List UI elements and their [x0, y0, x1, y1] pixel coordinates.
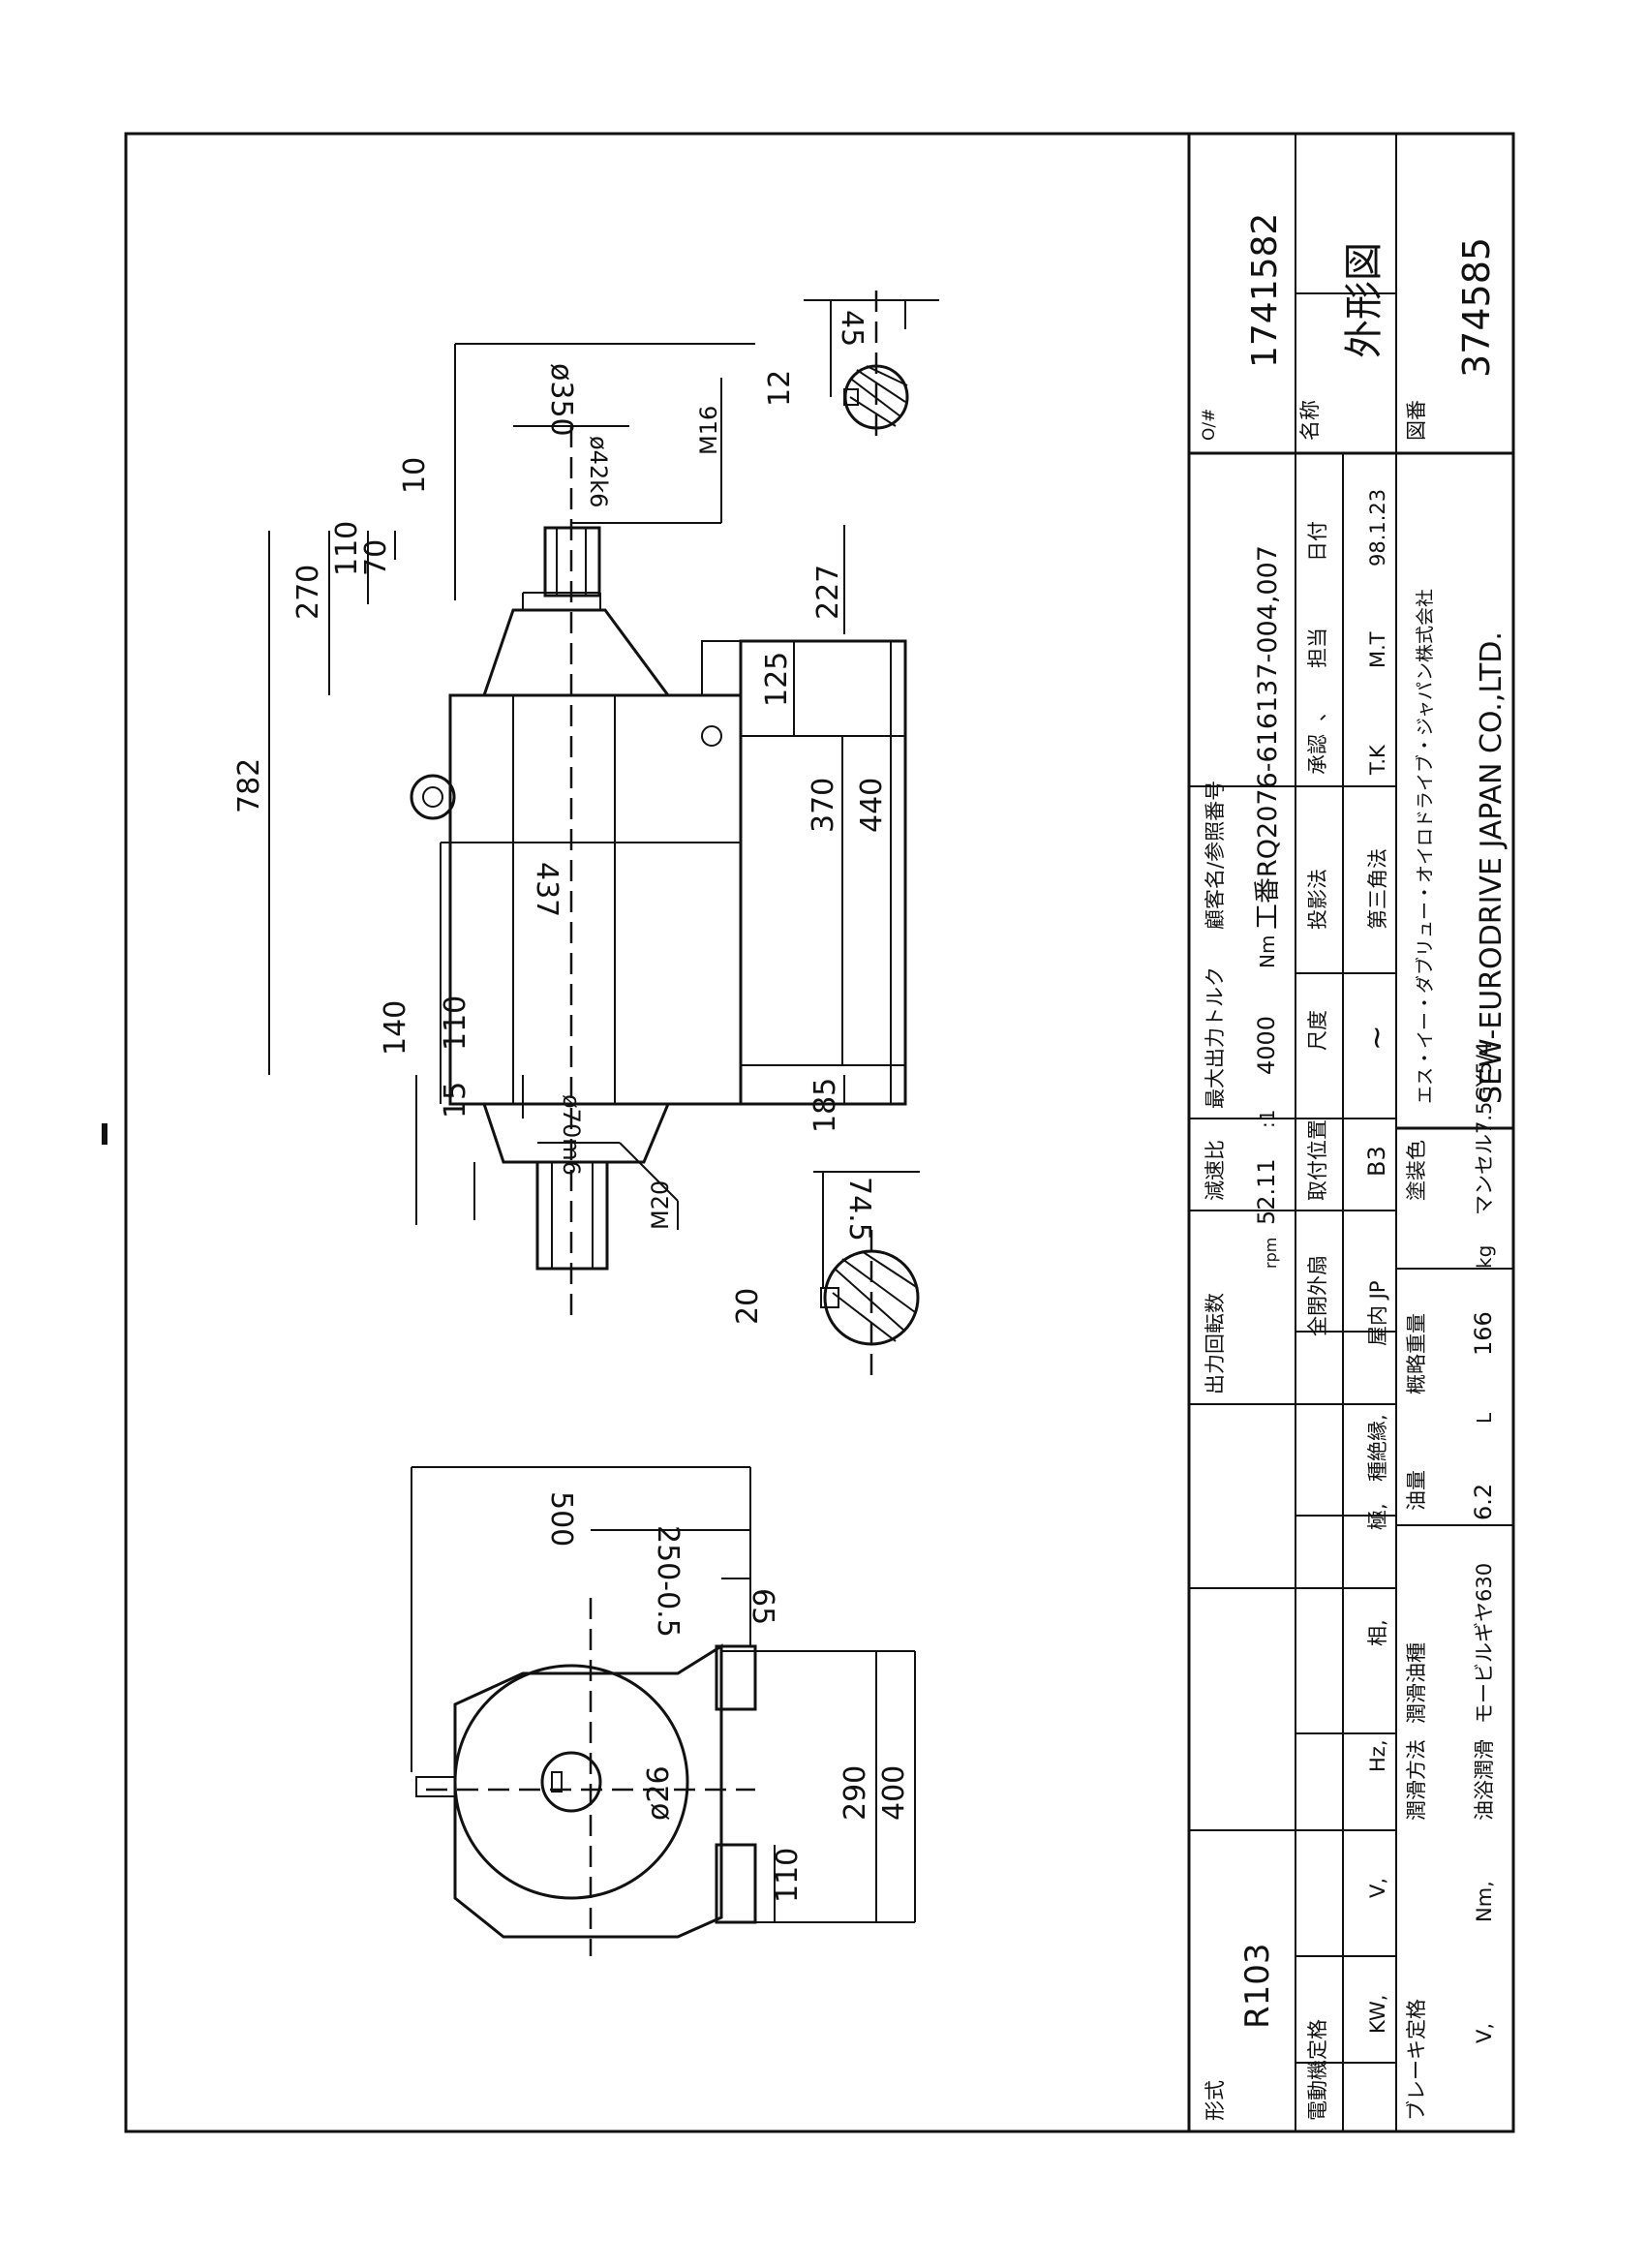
scale-value: ~ — [1357, 1025, 1394, 1051]
ratio-value: 52.11 — [1253, 1158, 1280, 1225]
approval-value: T.K — [1366, 744, 1389, 776]
drawing-no-value: 374585 — [1455, 237, 1498, 378]
dim-70: 70 — [359, 539, 393, 576]
date-value: 98.1.23 — [1366, 489, 1389, 567]
lube-oil-label: 潤滑油種 — [1405, 1642, 1428, 1724]
paint-value: マンセル7.5GY5/4 — [1473, 1042, 1496, 1215]
motor-unit-insulation: 種絶縁, — [1366, 1414, 1389, 1482]
dim-500: 500 — [544, 1491, 578, 1547]
upper-key-section: 45 12 — [763, 291, 939, 436]
mounting-value: B3 — [1363, 1146, 1390, 1177]
motor-unit-pole: 極, — [1366, 1503, 1389, 1530]
max-torque-unit: Nm — [1256, 935, 1279, 968]
dim-110-front: 110 — [771, 1848, 805, 1903]
customer-ref-label: 顧客名/参照番号 — [1204, 781, 1227, 930]
customer-ref-value: 工番RQ2076-616137-004,007 — [1253, 545, 1283, 930]
brake-unit-v: V, — [1473, 2023, 1496, 2043]
dim-10: 10 — [398, 457, 432, 494]
charge-label: 担当 — [1306, 628, 1329, 668]
oil-qty-label: 油量 — [1405, 1470, 1428, 1511]
oil-qty-unit: L — [1473, 1412, 1496, 1424]
drawing-no-label: 図番 — [1405, 400, 1428, 441]
type-label: 形式 — [1204, 2080, 1227, 2121]
dim-400: 400 — [877, 1765, 911, 1821]
enclosure-value: 屋内 JP — [1366, 1280, 1389, 1346]
dim-20: 20 — [731, 1288, 765, 1325]
type-value: R103 — [1238, 1943, 1277, 2029]
lube-method-value: 油浴潤滑 — [1473, 1739, 1496, 1821]
dim-437: 437 — [530, 862, 564, 917]
dim-45: 45 — [835, 310, 869, 347]
title-block — [1187, 132, 1515, 2133]
output-speed-unit: rpm — [1262, 1238, 1280, 1269]
max-torque-value: 4000 — [1253, 1016, 1280, 1075]
dim-250: 250-0.5 — [651, 1525, 685, 1638]
company-en: SEW-EURODRIVE JAPAN CO.,LTD. — [1475, 631, 1509, 1104]
dim-110-bottom: 110 — [439, 996, 472, 1051]
paint-label: 塗装色 — [1405, 1140, 1428, 1201]
dim-290: 290 — [838, 1765, 872, 1821]
brake-unit-nm: Nm, — [1473, 1881, 1496, 1922]
dim-270: 270 — [291, 565, 325, 620]
dim-110-top: 110 — [330, 521, 364, 576]
dim-o26: ø26 — [642, 1765, 676, 1821]
side-view: 782 270 110 70 10 140 110 15 437 227 125… — [232, 343, 907, 1317]
order-value: 1741582 — [1245, 213, 1285, 368]
approval-mark: 、 — [1306, 701, 1329, 721]
dim-o42k6: ø42k6 — [585, 436, 612, 507]
dim-o70m6: ø70m6 — [558, 1094, 585, 1176]
dim-m16: M16 — [695, 406, 722, 455]
approval-label: 承認 — [1306, 734, 1329, 775]
oil-qty-value: 6.2 — [1470, 1484, 1497, 1520]
motor-unit-phase: 相, — [1366, 1619, 1389, 1646]
max-torque-label: 最大出力トルク — [1204, 966, 1227, 1109]
weight-value: 166 — [1470, 1311, 1497, 1356]
motor-unit-kw: KW, — [1366, 1995, 1389, 2034]
dim-m20: M20 — [647, 1180, 674, 1230]
lower-key-section: 74.5 20 — [731, 1171, 920, 1375]
scale-label: 尺度 — [1306, 1010, 1329, 1051]
dim-370: 370 — [807, 778, 840, 833]
title-block-text: 形式 R103 出力回転数 rpm 減速比 52.11 :1 最大出力トルク 4… — [1200, 213, 1509, 2121]
lube-oil-value: モービルギヤ630 — [1473, 1563, 1496, 1724]
front-view: 500 250-0.5 65 ø26 290 400 110 — [411, 1466, 916, 1956]
name-label: 名称 — [1298, 400, 1322, 441]
output-speed-label: 出力回転数 — [1204, 1293, 1227, 1395]
dim-185: 185 — [808, 1078, 842, 1133]
scan-mark — [102, 1123, 107, 1145]
dim-140: 140 — [379, 1000, 412, 1056]
motor-rating-label: 電動機定格 — [1306, 2019, 1329, 2121]
order-label: O/# — [1200, 409, 1219, 441]
dim-o350: ø350 — [544, 363, 578, 437]
mounting-label: 取付位置 — [1306, 1119, 1329, 1201]
company-jp: エス・イー・ダブリュー・オイロドライブ・ジャパン株式会社 — [1414, 589, 1436, 1104]
weight-unit: kg — [1473, 1245, 1496, 1269]
projection-value: 第三角法 — [1366, 848, 1389, 930]
dim-15: 15 — [439, 1082, 472, 1119]
date-label: 日付 — [1306, 521, 1329, 562]
ratio-label: 減速比 — [1204, 1140, 1227, 1201]
enclosure-label: 全閉外扇 — [1306, 1255, 1329, 1336]
dim-227: 227 — [811, 565, 845, 620]
dim-12: 12 — [763, 370, 797, 407]
brake-label: ブレーキ定格 — [1405, 1999, 1428, 2121]
motor-unit-hz: Hz, — [1366, 1740, 1389, 1773]
dim-782: 782 — [232, 758, 266, 813]
ratio-suffix: :1 — [1256, 1110, 1279, 1128]
motor-unit-v: V, — [1366, 1878, 1389, 1898]
dim-440: 440 — [855, 778, 889, 833]
dim-74-5: 74.5 — [842, 1177, 876, 1241]
weight-label: 概略重量 — [1405, 1313, 1428, 1395]
name-value: 外形図 — [1342, 242, 1387, 358]
dim-65: 65 — [746, 1588, 779, 1625]
dim-125: 125 — [760, 652, 794, 707]
charge-value: M.T — [1366, 631, 1389, 668]
lube-method-label: 潤滑方法 — [1405, 1739, 1428, 1821]
projection-label: 投影法 — [1306, 869, 1329, 930]
